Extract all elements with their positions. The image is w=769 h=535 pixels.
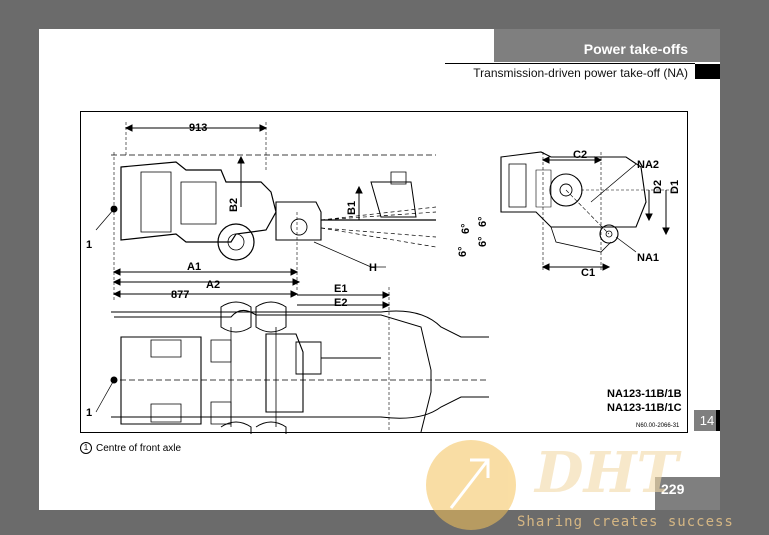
dim-b1: B1 [346,201,358,215]
legend-text: Centre of front axle [96,442,182,454]
figure-legend: 1 Centre of front axle [80,442,181,454]
subsection-title: Transmission-driven power take-off (NA) [473,66,688,80]
header-marker [695,64,720,79]
dim-c1: C1 [581,267,595,279]
label-na1: NA1 [637,252,659,264]
watermark-slogan: Sharing creates success [517,514,734,530]
header-divider [445,63,695,64]
dim-d1: D1 [669,180,681,194]
watermark-arrow-icon [449,458,490,509]
angle-label-d: 6° [460,223,472,234]
dim-913: 913 [189,122,207,134]
watermark-logo: DHT [535,440,679,506]
label-na2: NA2 [637,159,659,171]
angle-label-b: 6° [457,246,469,257]
drawing-svg: 913 B2 B1 A1 A2 877 E1 E2 H 1 1 C2 C1 NA… [86,122,681,434]
technical-drawing: 913 B2 B1 A1 A2 877 E1 E2 H 1 1 C2 C1 NA… [80,111,688,434]
dim-877: 877 [171,289,189,301]
page-number-box [655,477,720,510]
header-band: Power take-offs [494,29,720,62]
page-number: 229 [661,481,685,497]
dim-b2: B2 [228,198,240,212]
angle-label-c: 6° [477,236,489,247]
angle-label-a: 6° [477,216,489,227]
model-code-2: NA123-11B/1C [607,402,682,414]
section-title: Power take-offs [583,41,688,57]
chapter-tab-marker [716,410,720,431]
dim-h: H [369,262,377,274]
watermark-circle [426,440,516,530]
ref-1-side: 1 [86,239,92,251]
legend-number: 1 [80,442,92,454]
dim-c2: C2 [573,149,587,161]
ref-1-plan: 1 [86,407,92,419]
dim-e2: E2 [334,297,347,309]
manual-page: Power take-offs Transmission-driven powe… [39,29,720,510]
dim-a2: A2 [206,279,220,291]
drawing-reference: N60.00-2066-31 [636,423,680,429]
chapter-tab: 14 [694,410,720,431]
dim-a1: A1 [187,261,201,273]
chapter-number: 14 [699,413,715,428]
model-code-1: NA123-11B/1B [607,388,682,400]
dim-e1: E1 [334,283,347,295]
dim-d2: D2 [652,180,664,194]
